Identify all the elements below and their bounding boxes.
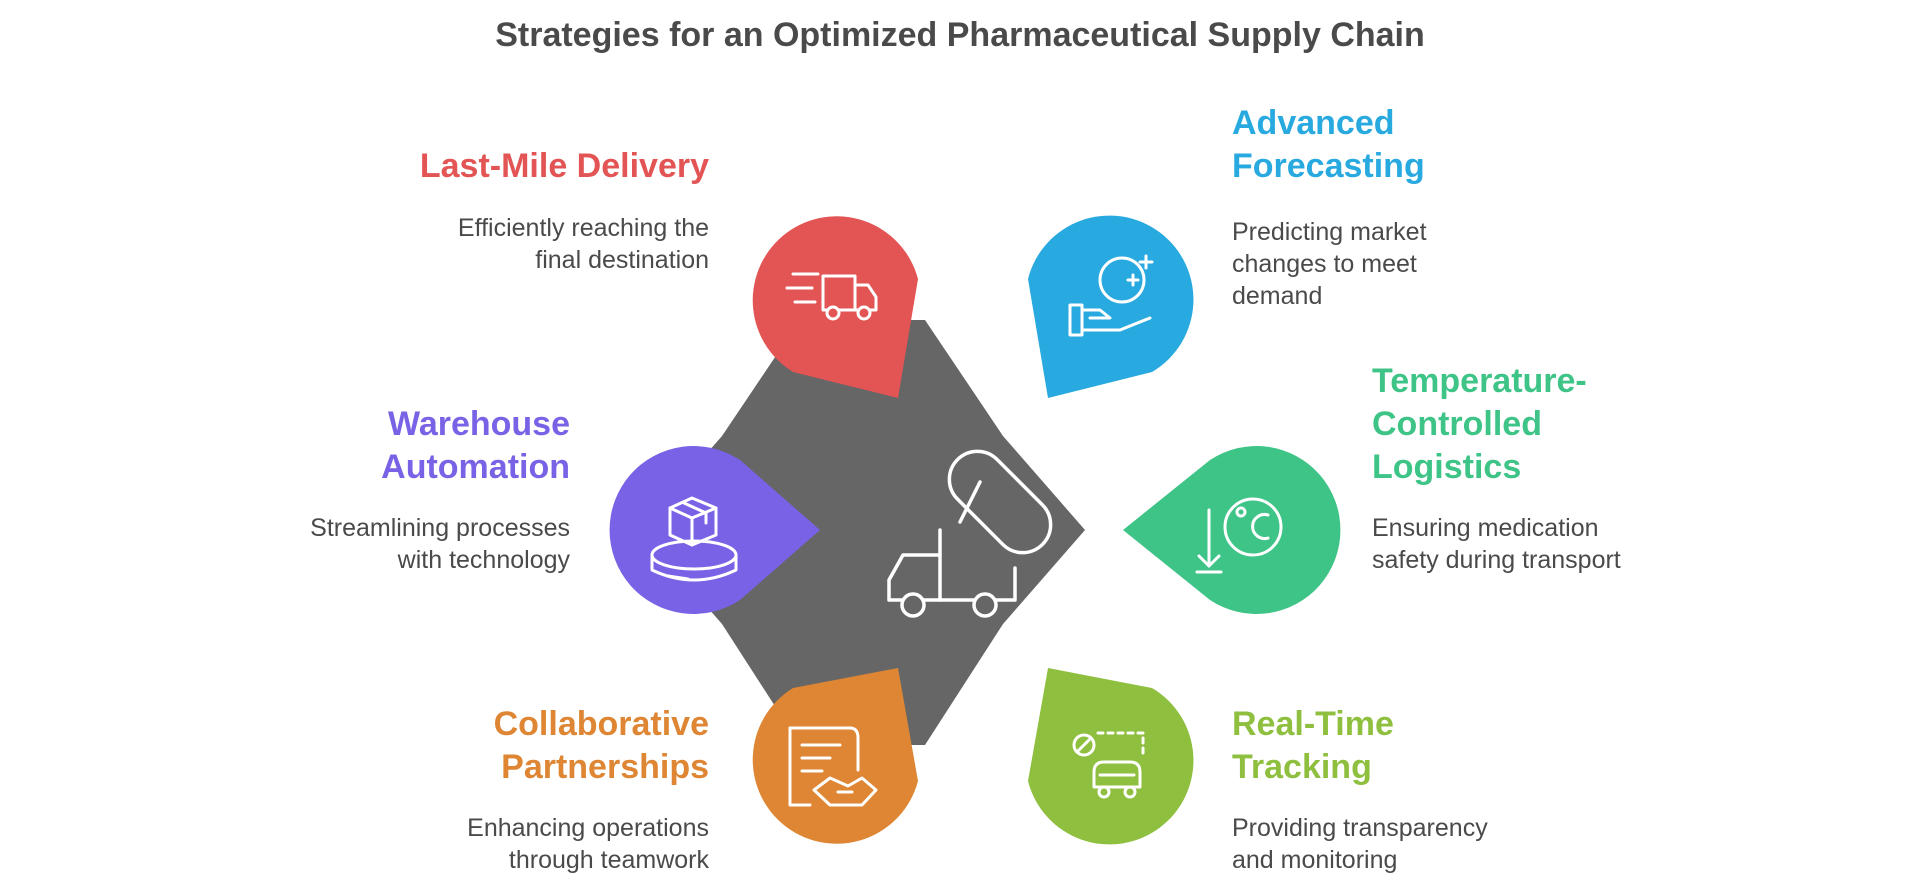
item-title-partnerships: Collaborative Partnerships <box>493 705 709 786</box>
item-title-last-mile: Last-Mile Delivery <box>419 147 709 185</box>
center-pill-truck-icon <box>887 449 1053 618</box>
forecasting-drop <box>1028 215 1194 398</box>
hand-forecast-icon <box>1068 254 1154 337</box>
diagram-title: Strategies for an Optimized Pharmaceutic… <box>495 16 1425 54</box>
thermometer-celsius-icon <box>1195 497 1283 574</box>
fast-delivery-truck-icon <box>785 272 878 321</box>
item-desc-forecasting: Predicting market changes to meet demand <box>1232 218 1427 310</box>
item-title-forecasting: Advanced Forecasting <box>1232 104 1425 185</box>
item-desc-last-mile: Efficiently reaching the final destinati… <box>457 214 709 274</box>
automated-warehouse-icon <box>650 496 738 582</box>
item-title-temperature: Temperature- Controlled Logistics <box>1372 362 1587 486</box>
tracking-drop <box>1028 668 1194 845</box>
item-title-tracking: Real-Time Tracking <box>1232 705 1394 786</box>
partnerships-drop <box>752 668 918 844</box>
temperature-drop <box>1123 446 1341 614</box>
item-title-warehouse: Warehouse Automation <box>381 405 570 486</box>
vehicle-tracking-icon <box>1072 731 1145 799</box>
center-hub <box>640 320 1085 745</box>
handshake-contract-icon <box>788 726 878 807</box>
item-desc-warehouse: Streamlining processes with technology <box>310 514 570 574</box>
item-desc-partnerships: Enhancing operations through teamwork <box>467 814 709 874</box>
item-desc-temperature: Ensuring medication safety during transp… <box>1372 514 1621 574</box>
item-desc-tracking: Providing transparency and monitoring <box>1232 814 1488 874</box>
